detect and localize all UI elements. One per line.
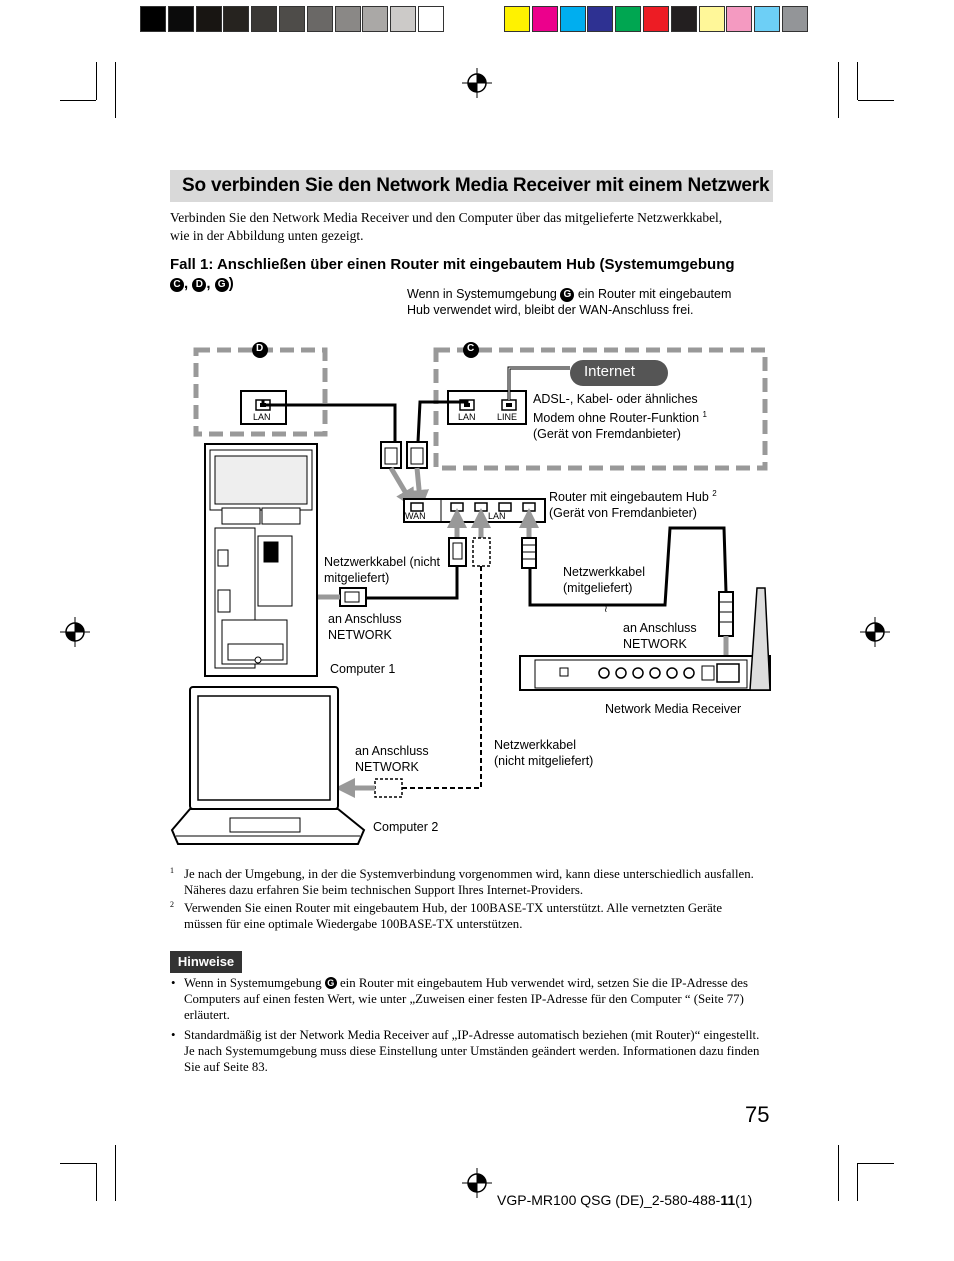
color-swatch — [754, 6, 781, 32]
line-label-modem: LINE — [497, 412, 518, 422]
color-swatch — [559, 6, 586, 32]
color-swatch — [781, 6, 808, 32]
plug-nmr — [521, 537, 537, 569]
color-swatch — [167, 6, 194, 32]
case-heading: Fall 1: Anschließen über einen Router mi… — [170, 255, 770, 293]
port-label-computer2: an Anschluss NETWORK — [355, 744, 429, 774]
network-media-receiver — [519, 587, 771, 691]
color-swatch — [140, 6, 166, 32]
bullet-1: • — [171, 976, 176, 990]
heading-close: ) — [228, 275, 234, 292]
computer1-tower — [204, 443, 318, 677]
env-marker-c: C — [170, 278, 184, 292]
case-heading-text: Fall 1: Anschließen über einen Router mi… — [170, 256, 735, 273]
color-swatch — [642, 6, 669, 32]
env-marker-g: G — [214, 278, 229, 292]
marker-c-icon — [463, 342, 479, 358]
plug-computer2-end — [374, 778, 403, 798]
color-swatch — [587, 6, 614, 32]
internet-label: Internet — [584, 363, 635, 380]
env-marker-d: D — [192, 278, 207, 292]
color-calibration-bar — [140, 6, 810, 34]
page-number: 75 — [745, 1102, 770, 1127]
router-label: Router mit eingebautem Hub 2 (Gerät von … — [549, 489, 717, 521]
registration-mark-right — [860, 617, 890, 647]
cable3-label: Netzwerkkabel (nicht mitgeliefert) — [494, 738, 594, 768]
intro-paragraph: Verbinden Sie den Network Media Receiver… — [170, 210, 723, 243]
registration-mark-bottom — [462, 1168, 492, 1198]
lan-label-modem: LAN — [458, 412, 476, 422]
wan-label-router: WAN — [405, 511, 426, 521]
color-swatch — [698, 6, 725, 32]
internet-cloud — [570, 360, 668, 386]
title-bar: So verbinden Sie den Network Media Recei… — [170, 170, 773, 202]
environment-c-box — [433, 347, 768, 471]
plug-wan-right — [406, 441, 428, 469]
env-marker-g-note: G — [560, 288, 575, 302]
color-swatch — [251, 6, 278, 32]
env-marker-g-note1: G — [324, 977, 337, 989]
notes-list: • Wenn in Systemumgebung G ein Router mi… — [170, 975, 760, 1079]
color-swatch — [615, 6, 642, 32]
plug-nmr-end — [718, 591, 734, 637]
heading-sep-1: , — [184, 275, 193, 292]
note-2: • Standardmäßig ist der Network Media Re… — [171, 1028, 760, 1074]
note-1: • Wenn in Systemumgebung G ein Router mi… — [171, 976, 748, 1022]
color-swatch — [531, 6, 558, 32]
lan-label-d: LAN — [253, 412, 271, 422]
color-swatch — [726, 6, 753, 32]
heading-sep-2: , — [206, 275, 215, 292]
diagram-note-top: Wenn in Systemumgebung G ein Router mit … — [407, 287, 732, 317]
cable1-label: Netzwerkkabel (nicht mitgeliefert) — [324, 555, 441, 585]
cable2-label: Netzwerkkabel (mitgeliefert) — [563, 565, 645, 595]
network-diagram: ≀ — [170, 342, 771, 845]
color-swatch — [417, 6, 444, 32]
port-label-nmr: an Anschluss NETWORK — [623, 621, 697, 651]
computer2-label: Computer 2 — [373, 820, 439, 834]
plug-computer2-dashed — [472, 537, 491, 567]
page-title: So verbinden Sie den Network Media Recei… — [182, 175, 770, 196]
color-swatch — [503, 6, 530, 32]
bullet-2: • — [171, 1028, 176, 1042]
marker-d-label: D — [256, 343, 264, 354]
modem-label: ADSL-, Kabel- oder ähnliches Modem ohne … — [533, 392, 707, 442]
plug-wan-left — [380, 441, 402, 469]
notes-badge: Hinweise — [170, 951, 242, 973]
computer1-label: Computer 1 — [330, 662, 396, 676]
svg-text:≀: ≀ — [604, 604, 608, 615]
plug-computer1-end — [339, 587, 367, 607]
marker-c-label: C — [467, 343, 475, 354]
color-swatch — [306, 6, 333, 32]
color-swatch — [362, 6, 389, 32]
footer-code: VGP-MR100 QSG (DE)_2-580-488-11(1) — [497, 1192, 753, 1208]
registration-mark-top — [462, 68, 492, 98]
registration-mark-left — [60, 617, 90, 647]
nmr-label: Network Media Receiver — [605, 702, 742, 716]
color-swatch — [195, 6, 222, 32]
color-swatch — [390, 6, 417, 32]
computer2-laptop — [170, 686, 366, 845]
color-swatch — [223, 6, 250, 32]
port-label-computer1: an Anschluss NETWORK — [328, 612, 402, 642]
color-swatch — [278, 6, 305, 32]
lan-label-router: LAN — [488, 511, 506, 521]
color-swatch — [334, 6, 361, 32]
marker-d-icon — [252, 342, 268, 358]
color-swatch — [670, 6, 697, 32]
